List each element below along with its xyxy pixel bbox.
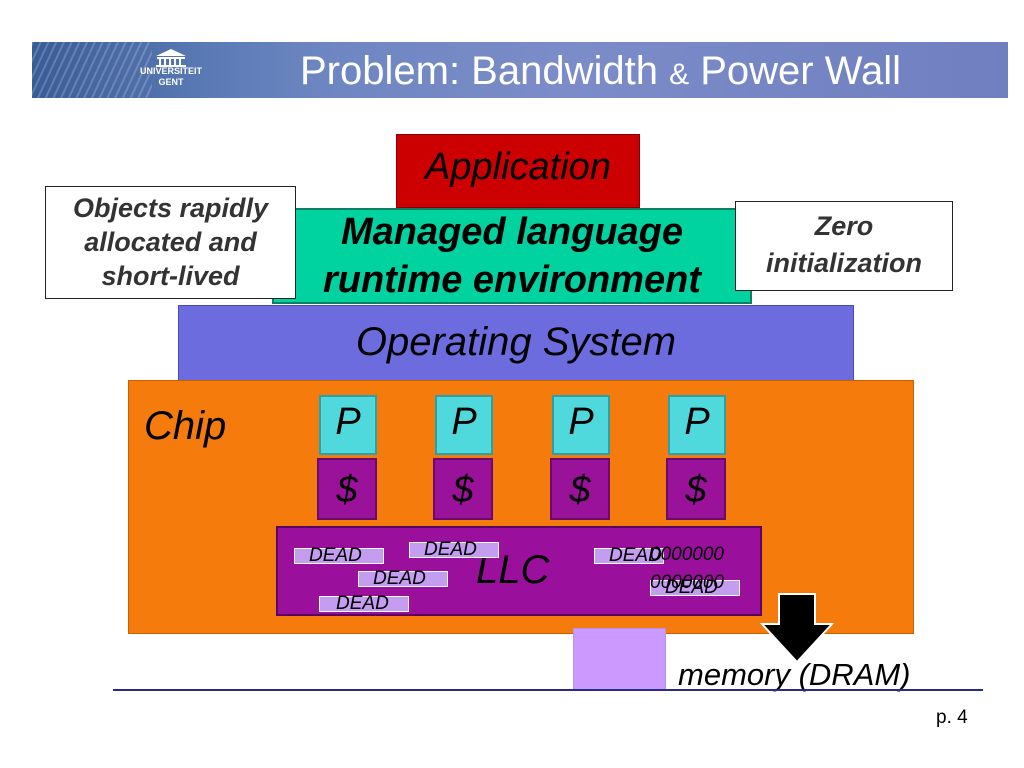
logo-line-2: GENT bbox=[158, 77, 184, 87]
university-logo-icon bbox=[156, 49, 186, 67]
runtime-label: Managed language runtime environment bbox=[272, 208, 752, 304]
memory-block bbox=[573, 628, 666, 690]
cache-4: $ bbox=[666, 458, 726, 520]
chip-label: Chip bbox=[144, 404, 227, 448]
logo-line-1: UNIVERSITEIT bbox=[139, 66, 202, 76]
title-part-1: Problem: Bandwidth bbox=[300, 49, 670, 93]
processor-1: P bbox=[319, 395, 377, 455]
page-number: p. 4 bbox=[936, 707, 968, 728]
slide-title: Problem: Bandwidth & Power Wall bbox=[300, 44, 1000, 98]
title-part-2: Power Wall bbox=[689, 49, 902, 93]
dead-block: DEAD bbox=[294, 546, 384, 565]
header-texture bbox=[32, 42, 152, 98]
dead-block: DEAD bbox=[409, 540, 499, 559]
header-banner bbox=[32, 42, 1008, 98]
dead-block: DEAD bbox=[650, 578, 740, 597]
zero-line-1: 0000000 bbox=[650, 544, 724, 565]
runtime-box bbox=[272, 208, 752, 304]
memory-label: memory (DRAM) bbox=[678, 657, 911, 692]
cache-3: $ bbox=[550, 458, 610, 520]
runtime-label-line-2: runtime environment bbox=[323, 259, 701, 301]
runtime-label-line-1: Managed language bbox=[340, 211, 684, 253]
processor-3: P bbox=[552, 395, 610, 455]
callout-left-line-1: Objects rapidly bbox=[72, 193, 269, 223]
processor-4: P bbox=[668, 395, 726, 455]
arrow-down-icon bbox=[760, 593, 834, 664]
callout-right-line-2: initialization bbox=[765, 248, 922, 278]
dead-block: DEAD bbox=[319, 594, 409, 613]
processor-2: P bbox=[435, 395, 493, 455]
cache-1: $ bbox=[317, 458, 377, 520]
application-label: Application bbox=[425, 146, 611, 188]
callout-right-line-1: Zero bbox=[814, 211, 874, 241]
application-box bbox=[396, 134, 640, 208]
title-ampersand: & bbox=[669, 58, 690, 91]
callout-left-line-3: short-lived bbox=[101, 261, 240, 291]
cache-2: $ bbox=[433, 458, 493, 520]
dead-block: DEAD bbox=[594, 546, 664, 565]
zero-line-2: 0000000 bbox=[650, 572, 724, 593]
callout-short-lived-objects: Objects rapidly allocated and short-live… bbox=[45, 186, 296, 299]
callout-zero-initialization: Zero initialization bbox=[735, 201, 953, 291]
callout-left-line-2: allocated and bbox=[84, 227, 257, 257]
dead-block: DEAD bbox=[358, 569, 448, 588]
operating-system-label: Operating System bbox=[355, 320, 677, 364]
baseline-divider bbox=[113, 689, 983, 691]
logo-text: UNIVERSITEIT GENT bbox=[128, 66, 214, 88]
